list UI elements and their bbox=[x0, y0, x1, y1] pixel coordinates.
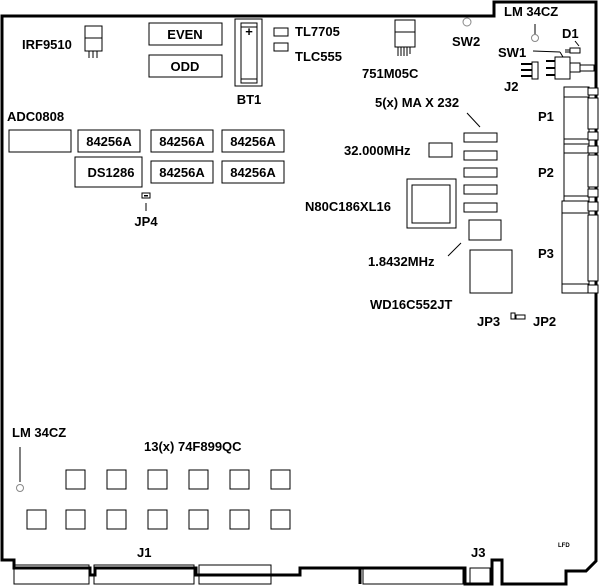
mem-label-1: 84256A bbox=[86, 134, 132, 149]
buffer-chip-5 bbox=[229, 469, 250, 490]
lm34-bottom-sensor bbox=[16, 484, 24, 492]
bt1-polarity: + bbox=[245, 24, 253, 39]
uart-chip bbox=[469, 249, 513, 294]
buffer-chip-9 bbox=[106, 509, 127, 530]
xtal1-label: 32.000MHz bbox=[344, 143, 411, 158]
buffers-label: 13(x) 74F899QC bbox=[144, 439, 242, 454]
buffer-chip-13 bbox=[270, 509, 291, 530]
sw2-label: SW2 bbox=[452, 34, 480, 49]
j3-label: J3 bbox=[471, 545, 485, 560]
j2-label: J2 bbox=[504, 79, 518, 94]
buffer-chip-3 bbox=[147, 469, 168, 490]
bt1-label: BT1 bbox=[237, 92, 262, 107]
mem-chip-2 bbox=[150, 129, 214, 153]
irf9510-transistor bbox=[84, 25, 103, 58]
bt1-battery bbox=[234, 18, 263, 87]
p1-connector bbox=[563, 86, 599, 149]
mem-chip-4 bbox=[150, 160, 214, 184]
buffer-chip-2 bbox=[106, 469, 127, 490]
odd-label: ODD bbox=[171, 59, 200, 74]
mem-label-4: 84256A bbox=[159, 165, 205, 180]
xtal1-crystal bbox=[428, 142, 453, 158]
sw1-switch bbox=[546, 56, 595, 80]
mem-label-2: 84256A bbox=[159, 134, 205, 149]
sw2-button bbox=[462, 17, 472, 27]
logo-label: LFD bbox=[558, 543, 570, 549]
buffer-chips bbox=[26, 469, 291, 530]
d1-label: D1 bbox=[562, 26, 579, 41]
sw1-label: SW1 bbox=[498, 45, 526, 60]
adc-chip bbox=[8, 129, 72, 153]
rtc-chip bbox=[74, 156, 143, 188]
j1-label: J1 bbox=[137, 545, 151, 560]
jp4-label: JP4 bbox=[134, 214, 158, 229]
mem-label-5: 84256A bbox=[230, 165, 276, 180]
max232-label: 5(x) MA X 232 bbox=[375, 95, 459, 110]
jp2-jp3-jumper bbox=[510, 312, 526, 320]
tl7705-chip bbox=[273, 27, 289, 37]
mem-label-3: 84256A bbox=[230, 134, 276, 149]
tlc555-chip bbox=[273, 42, 289, 52]
xtal2-label: 1.8432MHz bbox=[368, 254, 435, 269]
p3-connector bbox=[561, 200, 599, 294]
irf9510-label: IRF9510 bbox=[22, 37, 72, 52]
mem-chip-3 bbox=[221, 129, 285, 153]
regulator-751m05c bbox=[394, 19, 416, 56]
even-label: EVEN bbox=[167, 27, 202, 42]
mem-chip-1 bbox=[77, 129, 141, 153]
j2-header bbox=[521, 61, 539, 80]
lm34-top-sensor bbox=[531, 34, 539, 42]
lm34-top-label: LM 34CZ bbox=[504, 4, 558, 19]
buffer-chip-1 bbox=[65, 469, 86, 490]
adc-label: ADC0808 bbox=[7, 109, 64, 124]
cpu-label: N80C186XL16 bbox=[305, 199, 391, 214]
j1-connector bbox=[13, 564, 272, 585]
tl7705-label: TL7705 bbox=[295, 24, 340, 39]
buffer-chip-11 bbox=[188, 509, 209, 530]
buffer-chip-6 bbox=[270, 469, 291, 490]
buffer-chip-8 bbox=[65, 509, 86, 530]
xtal2-crystal bbox=[468, 219, 502, 241]
p3-label: P3 bbox=[538, 246, 554, 261]
uart-label: WD16C552JT bbox=[370, 297, 452, 312]
buffer-chip-4 bbox=[188, 469, 209, 490]
mem-chip-5 bbox=[221, 160, 285, 184]
lm34-bottom-label: LM 34CZ bbox=[12, 425, 66, 440]
even-chip bbox=[148, 22, 223, 46]
p2-label: P2 bbox=[538, 165, 554, 180]
odd-chip bbox=[148, 54, 223, 78]
d1-led bbox=[569, 47, 581, 54]
tlc555-label: TLC555 bbox=[295, 49, 342, 64]
p1-label: P1 bbox=[538, 109, 554, 124]
max232-chips bbox=[463, 132, 498, 213]
buffer-chip-12 bbox=[229, 509, 250, 530]
j3-connector bbox=[362, 567, 491, 585]
buffer-chip-10 bbox=[147, 509, 168, 530]
jp2-label: JP2 bbox=[533, 314, 556, 329]
p2-connector bbox=[563, 143, 599, 205]
rtc-label: DS1286 bbox=[88, 165, 135, 180]
buffer-chip-7 bbox=[26, 509, 47, 530]
regulator-label: 751M05C bbox=[362, 66, 419, 81]
jp3-label: JP3 bbox=[477, 314, 500, 329]
